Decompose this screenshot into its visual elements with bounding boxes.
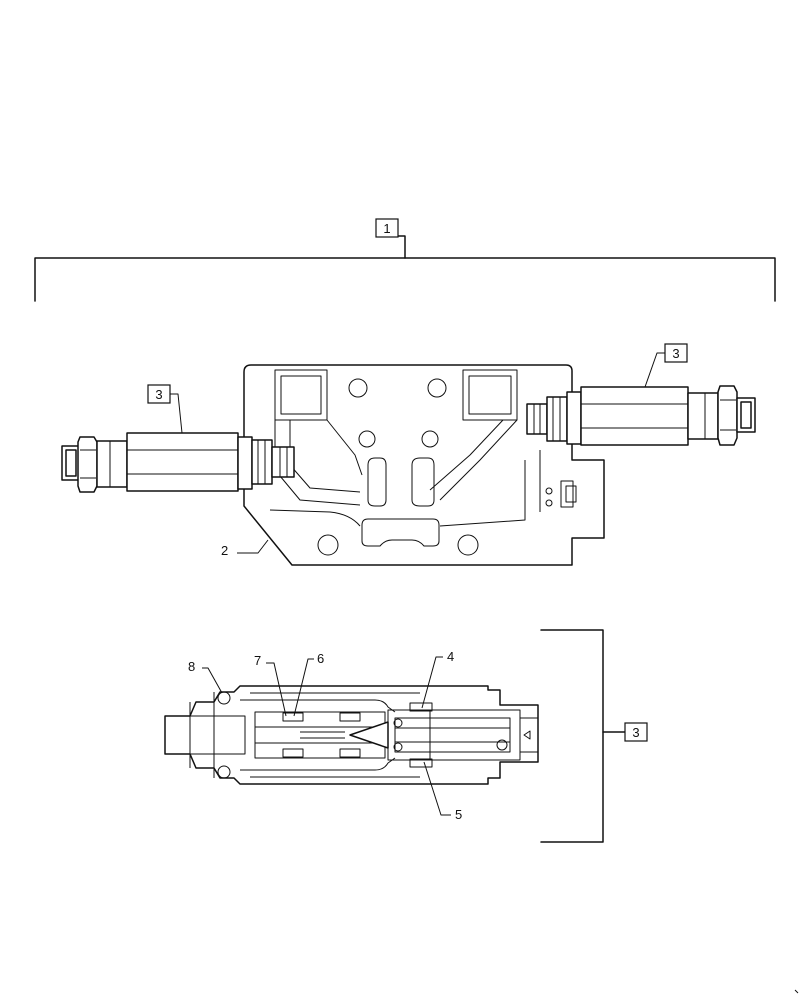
callout-7[interactable]: 7 [254,653,287,717]
svg-text:6: 6 [317,651,324,666]
assembly-bracket [34,235,776,302]
callout-3-left[interactable]: 3 [147,384,183,434]
callout-1[interactable]: 1 [375,218,399,238]
callout-3-right[interactable]: 3 [644,343,688,388]
relief-valve-left [61,432,295,493]
callout-3-section[interactable]: 3 [624,722,648,742]
svg-text:3: 3 [672,346,679,361]
callout-8[interactable]: 8 [188,659,223,694]
svg-text:5: 5 [455,807,462,822]
callout-5[interactable]: 5 [423,761,462,822]
svg-text:8: 8 [188,659,195,674]
svg-text:3: 3 [632,725,639,740]
svg-text:4: 4 [447,649,454,664]
callout-6[interactable]: 6 [293,651,324,717]
relief-valve-section [164,685,539,785]
svg-text:1: 1 [383,221,390,236]
corner-mark [794,989,799,994]
callout-2[interactable]: 2 [221,539,269,558]
relief-valve-right [526,385,756,446]
section-bracket [540,629,626,843]
svg-text:2: 2 [221,543,228,558]
valve-body [243,364,605,566]
svg-text:3: 3 [155,387,162,402]
svg-text:7: 7 [254,653,261,668]
callout-4[interactable]: 4 [421,649,454,709]
